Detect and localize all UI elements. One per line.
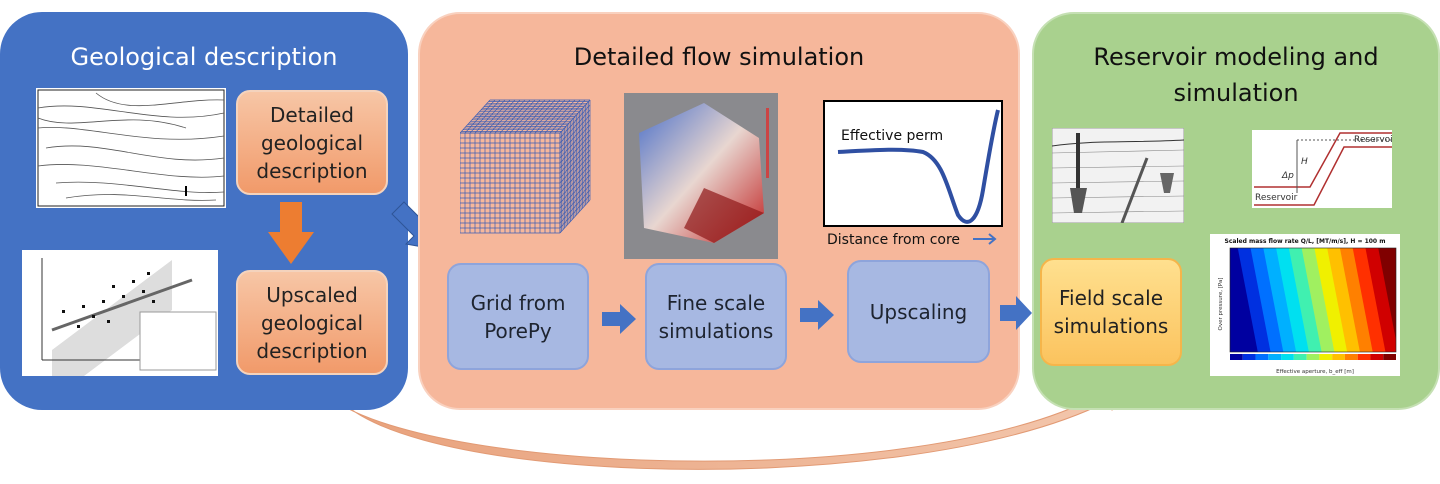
upscaled-geological-description-box: Upscaled geological description bbox=[236, 270, 388, 375]
colorbar-swatch bbox=[1306, 354, 1320, 360]
right-arrow-icon bbox=[800, 300, 834, 330]
contour-band bbox=[1365, 248, 1396, 352]
contour-band bbox=[1327, 248, 1361, 352]
h-label: H bbox=[1301, 157, 1308, 167]
colorbar-swatch bbox=[1230, 354, 1243, 360]
upscaling-box: Upscaling bbox=[847, 260, 990, 363]
grid-cube-image bbox=[460, 99, 591, 234]
damage-zone-scatter-image bbox=[22, 250, 218, 376]
contour-band bbox=[1250, 248, 1285, 352]
panel-title: Detailed flow simulation bbox=[573, 43, 865, 71]
colorbar-swatch bbox=[1281, 354, 1294, 360]
fault-diagram-image: Reservoir Reservoir H Δp bbox=[1252, 130, 1392, 208]
colorbar-swatch bbox=[1383, 354, 1396, 360]
contour-band bbox=[1339, 248, 1374, 352]
right-arrow-icon bbox=[602, 304, 636, 334]
reservoir-top-label: Reservoir bbox=[1354, 135, 1392, 145]
effective-perm-plot: Effective perm Distance from core bbox=[823, 100, 1003, 246]
colorbar-swatch bbox=[1293, 354, 1307, 360]
field-scale-simulations-box: Field scale simulations bbox=[1040, 258, 1182, 366]
panel-title-line1: Reservoir modeling and bbox=[1093, 43, 1379, 71]
dp-label: Δp bbox=[1281, 171, 1294, 181]
simulation-result-image bbox=[624, 93, 778, 259]
fine-scale-simulations-box: Fine scale simulations bbox=[645, 263, 787, 370]
colorbar-swatch bbox=[1255, 354, 1269, 360]
fracture-sketch-image bbox=[36, 88, 226, 208]
contour-band bbox=[1276, 248, 1310, 352]
reservoir-bottom-label: Reservoir bbox=[1255, 193, 1298, 203]
right-arrow-icon bbox=[1000, 296, 1032, 330]
contour-band bbox=[1263, 248, 1298, 352]
panel-title: Geological description bbox=[70, 43, 338, 71]
contour-band bbox=[1230, 248, 1259, 352]
detailed-geological-description-box: Detailed geological description bbox=[236, 90, 388, 195]
grid-from-porepy-box: Grid from PorePy bbox=[447, 263, 589, 370]
contour-band bbox=[1301, 248, 1336, 352]
perm-label: Effective perm bbox=[841, 128, 943, 144]
distance-label: Distance from core bbox=[827, 232, 960, 246]
colorbar-swatch bbox=[1357, 354, 1371, 360]
contour-ylabel: Over pressure, [Pa] bbox=[1218, 278, 1224, 331]
colorbar-swatch bbox=[1268, 354, 1282, 360]
contour-band bbox=[1352, 248, 1387, 352]
panel-title-line2: simulation bbox=[1173, 79, 1299, 107]
colorbar-swatch bbox=[1319, 354, 1333, 360]
colorbar-swatch bbox=[1344, 354, 1358, 360]
contour-band bbox=[1237, 248, 1272, 352]
colorbar-swatch bbox=[1242, 354, 1256, 360]
contour-band bbox=[1288, 248, 1323, 352]
colorbar-swatch bbox=[1332, 354, 1345, 360]
plot-frame bbox=[1229, 247, 1397, 353]
colorbar-swatch bbox=[1370, 354, 1384, 360]
contour-title: Scaled mass flow rate Q/L, [MT/m/s], H =… bbox=[1225, 238, 1386, 245]
contour-band bbox=[1314, 248, 1349, 352]
injection-well-sketch-image bbox=[1052, 128, 1184, 223]
down-arrow-icon bbox=[268, 202, 314, 264]
mass-flow-contour-plot: Scaled mass flow rate Q/L, [MT/m/s], H =… bbox=[1210, 234, 1400, 376]
contour-xlabel: Effective aperture, b_eff [m] bbox=[1276, 369, 1354, 375]
